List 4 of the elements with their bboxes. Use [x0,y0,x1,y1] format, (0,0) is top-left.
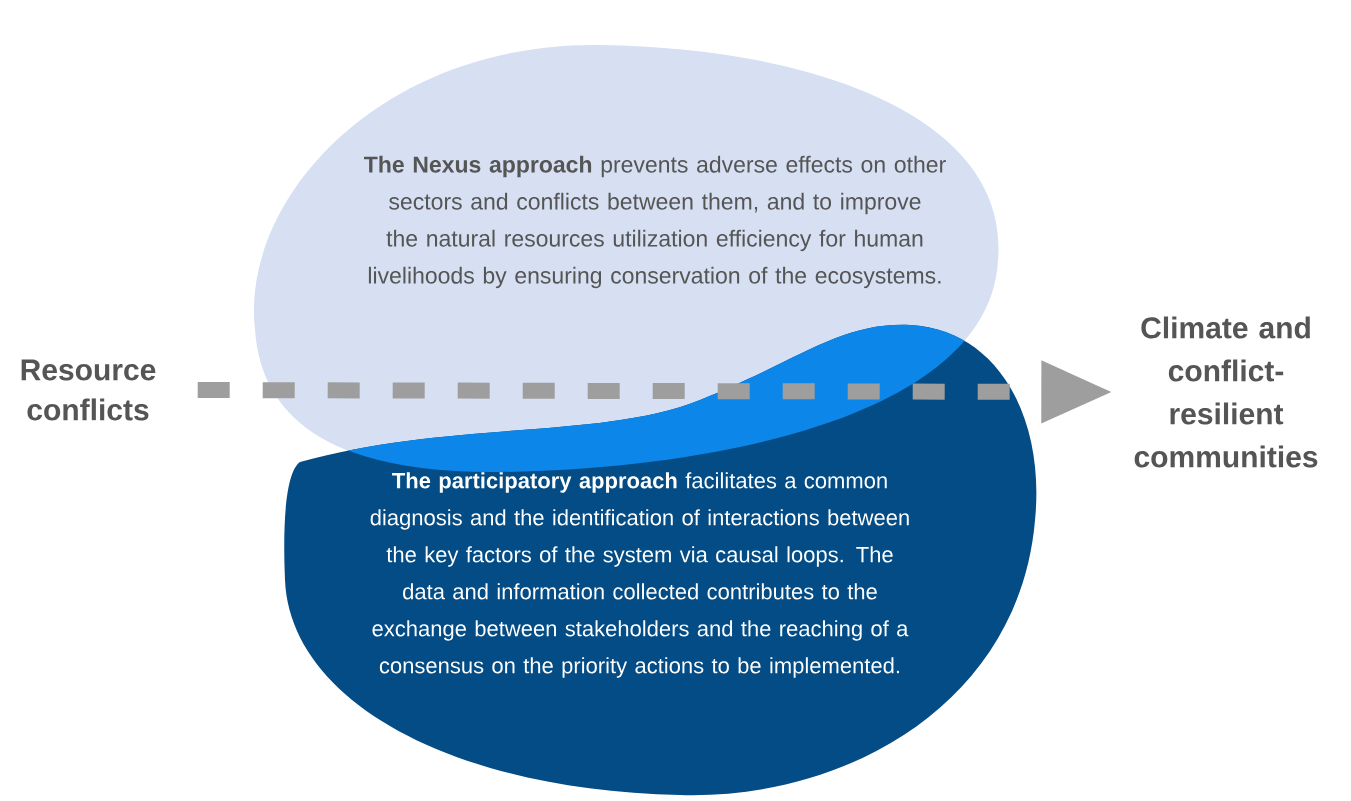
label-text: Resource conflicts [21,359,156,421]
label-text: Climate and conflict-resilient communities [1134,316,1318,468]
approach-text: The Nexus approach prevents adverse effects on other sectors and conflicts between them, and to improve the natural resources utilization efficiency for human livelihoods by ensuring conservation of the ecosystems. [364,155,946,289]
approach-text: The participatory approach facilitates a common diagnosis and the identification of interactions between the key factors of the system via causal loops. The data and information collected contributes to the exchange between stakeholders and the reaching of a consensus on the priority actions to be implemented. [370,472,909,678]
